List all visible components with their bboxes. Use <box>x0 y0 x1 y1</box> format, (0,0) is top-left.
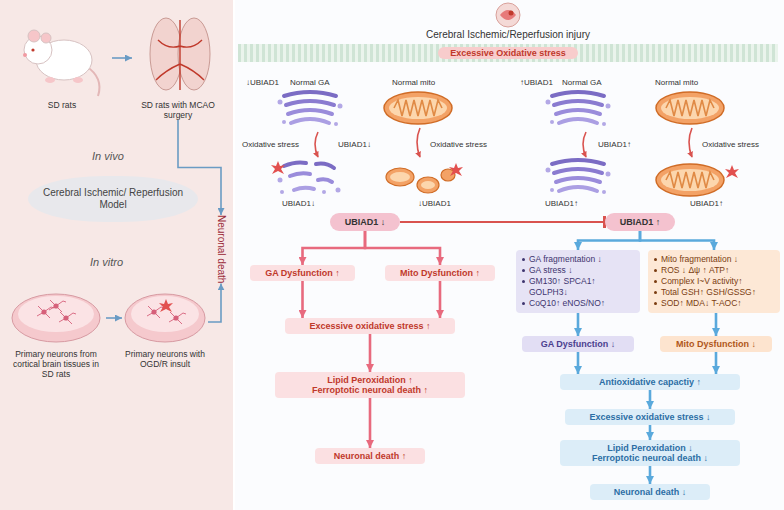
sample-label: Primary neurons from cortical brain tiss… <box>6 275 106 379</box>
annotation-label: UBIAD1↑ <box>545 199 578 208</box>
annotation-label: UBIAD1↑ <box>598 140 631 149</box>
annotation-label: Oxidative stress <box>242 140 299 149</box>
culture-dish <box>12 294 100 342</box>
membrane-band: Excessive Oxidative stress <box>238 44 778 62</box>
node-text: SD rats with MCAO surgery <box>132 100 224 120</box>
connector <box>649 425 652 440</box>
node-text: Antioxidative capactiy ↑ <box>564 377 736 387</box>
annotation-label: Normal mito <box>655 78 698 87</box>
node-text: Excessive Oxidative stress <box>438 47 578 59</box>
ubiad1-pill: UBIAD1 ↑ <box>605 213 675 231</box>
annotation-label: ↓UBIAD1 <box>246 78 279 87</box>
connector <box>715 352 718 374</box>
node-text: CoQ10↑ eNOS/NO↑ <box>521 298 635 309</box>
node-text: Mito Dysfunction ↓ <box>664 339 768 349</box>
connector <box>400 221 605 223</box>
connector <box>577 352 580 374</box>
node-text: Cerebral Ischemic/Reperfusion injury <box>400 29 616 40</box>
outcome-box: GA Dysfunction ↑ <box>250 265 355 281</box>
outcome-label: Neuronal death <box>212 215 230 283</box>
node-text: Neuronal death <box>216 215 227 283</box>
sample-label: SD rats with MCAO surgery <box>132 8 224 120</box>
annotation-label: Oxidative stress <box>430 140 487 149</box>
node-text: GA stress ↓ <box>521 265 635 276</box>
connector <box>369 398 372 448</box>
node-text: Primary neurons with OGD/R insult <box>122 349 208 369</box>
outcome-box: GA Dysfunction ↓ <box>522 336 634 352</box>
annotation-label: Normal GA <box>562 78 602 87</box>
sample-label: SD rats <box>12 8 112 110</box>
node-text: GA fragmentation ↓ <box>521 254 635 265</box>
node-text: GA Dysfunction ↑ <box>254 268 351 278</box>
node-text: Neuronal death ↓ <box>594 487 706 497</box>
node-text: SOD↑ MDA↓ T-AOC↑ <box>653 298 775 309</box>
outcome-box: Antioxidative capactiy ↑ <box>560 374 740 390</box>
connector <box>112 57 132 59</box>
ubiad1-pill: UBIAD1 ↓ <box>330 213 400 231</box>
annotation-label: UBIAD1↓ <box>282 199 315 208</box>
list-box: Mito fragmentation ↓ROS ↓ Δψ ↑ ATP↑Compl… <box>648 250 780 313</box>
connector <box>640 231 714 250</box>
node-text: SD rats <box>12 100 112 110</box>
annotation-label: ↑UBIAD1 <box>520 78 553 87</box>
model-box: Cerebral Ischemic/ Reperfusion Model <box>28 176 198 222</box>
connector <box>303 231 366 265</box>
connector <box>649 390 652 409</box>
annotation-label: Oxidative stress <box>702 140 759 149</box>
node-text: Total GSH↑ GSH/GSSG↑ <box>653 287 775 298</box>
node-text: Mito fragmentation ↓ <box>653 254 775 265</box>
rat-figure <box>23 30 100 96</box>
sample-label: Primary neurons with OGD/R insult <box>122 275 208 369</box>
node-text: Cerebral Ischemic/ Reperfusion Model <box>40 187 186 211</box>
annotation-label: ↓UBIAD1 <box>418 199 451 208</box>
connector <box>439 281 442 318</box>
node-text: Lipid Peroxidation ↑ <box>279 375 461 385</box>
connector <box>577 313 580 336</box>
node-text: UBIAD1 ↑ <box>609 217 671 227</box>
brain-figure <box>150 18 210 90</box>
title-box: Cerebral Ischemic/Reperfusion injury <box>400 29 616 40</box>
list-box: GA fragmentation ↓GA stress ↓GM130↑ SPCA… <box>516 250 640 313</box>
annotation-label: In vivo <box>92 150 124 162</box>
connector <box>715 313 718 336</box>
annotation-label: Normal mito <box>392 78 435 87</box>
outcome-box: Mito Dysfunction ↓ <box>660 336 772 352</box>
connector <box>369 334 372 372</box>
node-text: Mito Dysfunction ↑ <box>389 268 491 278</box>
node-text: ROS ↓ Δψ ↑ ATP↑ <box>653 265 775 276</box>
annotation-label: Normal GA <box>290 78 330 87</box>
node-text: Ferroptotic neuroal death ↑ <box>279 385 461 395</box>
outcome-box: Neuronal death ↑ <box>315 448 425 464</box>
outcome-box: Lipid Peroxidation ↓Ferroptotic neuroal … <box>560 440 740 466</box>
node-text: Excessive oxidative stress ↓ <box>569 412 731 422</box>
annotation-label: UBIAD1↓ <box>338 140 371 149</box>
outcome-box: Excessive oxidative stress ↑ <box>285 318 455 334</box>
outcome-box: Neuronal death ↓ <box>590 484 710 500</box>
node-text: Primary neurons from cortical brain tiss… <box>6 349 106 379</box>
node-text: Ferroptotic neuroal death ↓ <box>564 453 736 463</box>
node-text: Neuronal death ↑ <box>319 451 421 461</box>
annotation-label: UBIAD1↑ <box>690 199 723 208</box>
connector <box>578 231 640 250</box>
connector <box>301 281 304 318</box>
right-panel <box>235 0 784 510</box>
node-text: GA Dysfunction ↓ <box>526 339 630 349</box>
node-text: Lipid Peroxidation ↓ <box>564 443 736 453</box>
outcome-box: Lipid Peroxidation ↑Ferroptotic neuroal … <box>275 372 465 398</box>
connector <box>649 466 652 484</box>
node-text: Complex I~V activity↑ <box>653 276 775 287</box>
node-text: GM130↑ SPCA1↑ GOLPH3↓ <box>521 276 635 298</box>
connector <box>106 317 122 319</box>
connector <box>208 283 221 322</box>
outcome-box: Mito Dysfunction ↑ <box>385 265 495 281</box>
left-panel <box>0 0 233 510</box>
node-text: Excessive oxidative stress ↑ <box>289 321 451 331</box>
annotation-label: In vitro <box>90 256 123 268</box>
node-text: UBIAD1 ↓ <box>334 217 396 227</box>
connector <box>365 231 440 265</box>
culture-dish <box>125 294 205 342</box>
brain-icon <box>496 3 520 27</box>
outcome-box: Excessive oxidative stress ↓ <box>565 409 735 425</box>
